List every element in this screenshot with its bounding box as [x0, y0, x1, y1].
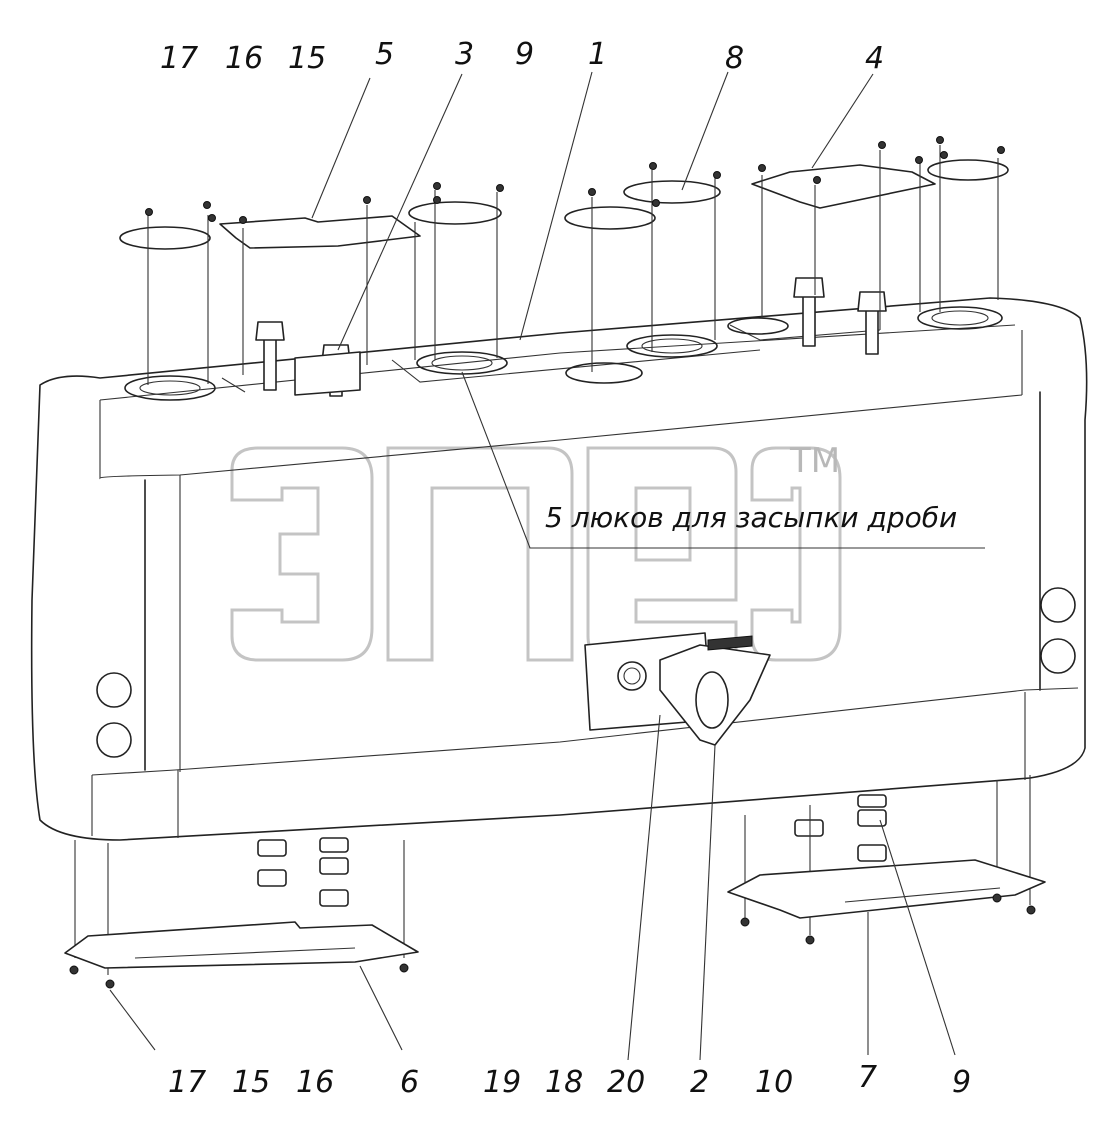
callout-9-bottom: 9 [952, 1065, 971, 1100]
top-callouts: 17 16 15 5 3 9 1 8 4 [160, 37, 884, 76]
callout-18: 18 [545, 1065, 583, 1100]
gasket-rings [119, 159, 1009, 250]
callout-15-top: 15 [288, 41, 326, 76]
watermark-logo: TM [230, 441, 842, 662]
callout-17-bottom: 17 [168, 1065, 206, 1100]
callout-20: 20 [607, 1065, 645, 1100]
side-marks [96, 587, 1076, 758]
callout-9-top: 9 [515, 37, 534, 72]
callout-16-bottom: 16 [296, 1065, 334, 1100]
callout-2: 2 [690, 1065, 709, 1100]
leader-lines [109, 71, 985, 1061]
bottom-callouts: 17 15 16 6 19 18 20 2 10 7 9 [168, 1060, 971, 1100]
callout-5: 5 [375, 37, 394, 72]
cover-plates [219, 164, 936, 249]
plate-6 [64, 921, 419, 989]
callout-19: 19 [483, 1065, 521, 1100]
callout-16-top: 16 [225, 41, 263, 76]
callout-7: 7 [858, 1060, 877, 1095]
plate-7 [727, 859, 1046, 945]
explode-lines [147, 145, 999, 385]
callout-6: 6 [400, 1065, 419, 1100]
callout-1: 1 [588, 37, 607, 72]
watermark-trademark: TM [789, 441, 840, 481]
callout-8: 8 [725, 41, 744, 76]
tank-body [30, 297, 1088, 841]
callout-15-bottom: 15 [232, 1065, 270, 1100]
callout-3: 3 [455, 37, 474, 72]
callout-17-top: 17 [160, 41, 198, 76]
front-bracket [584, 632, 771, 746]
filler-openings [124, 306, 1003, 401]
bottom-right-nuts [744, 775, 1031, 935]
callout-4: 4 [865, 41, 884, 76]
callout-10: 10 [755, 1065, 793, 1100]
top-studs [255, 277, 887, 397]
filler-hatches-annotation: 5 люков для засыпки дроби [545, 501, 957, 534]
top-screws [145, 136, 1005, 224]
